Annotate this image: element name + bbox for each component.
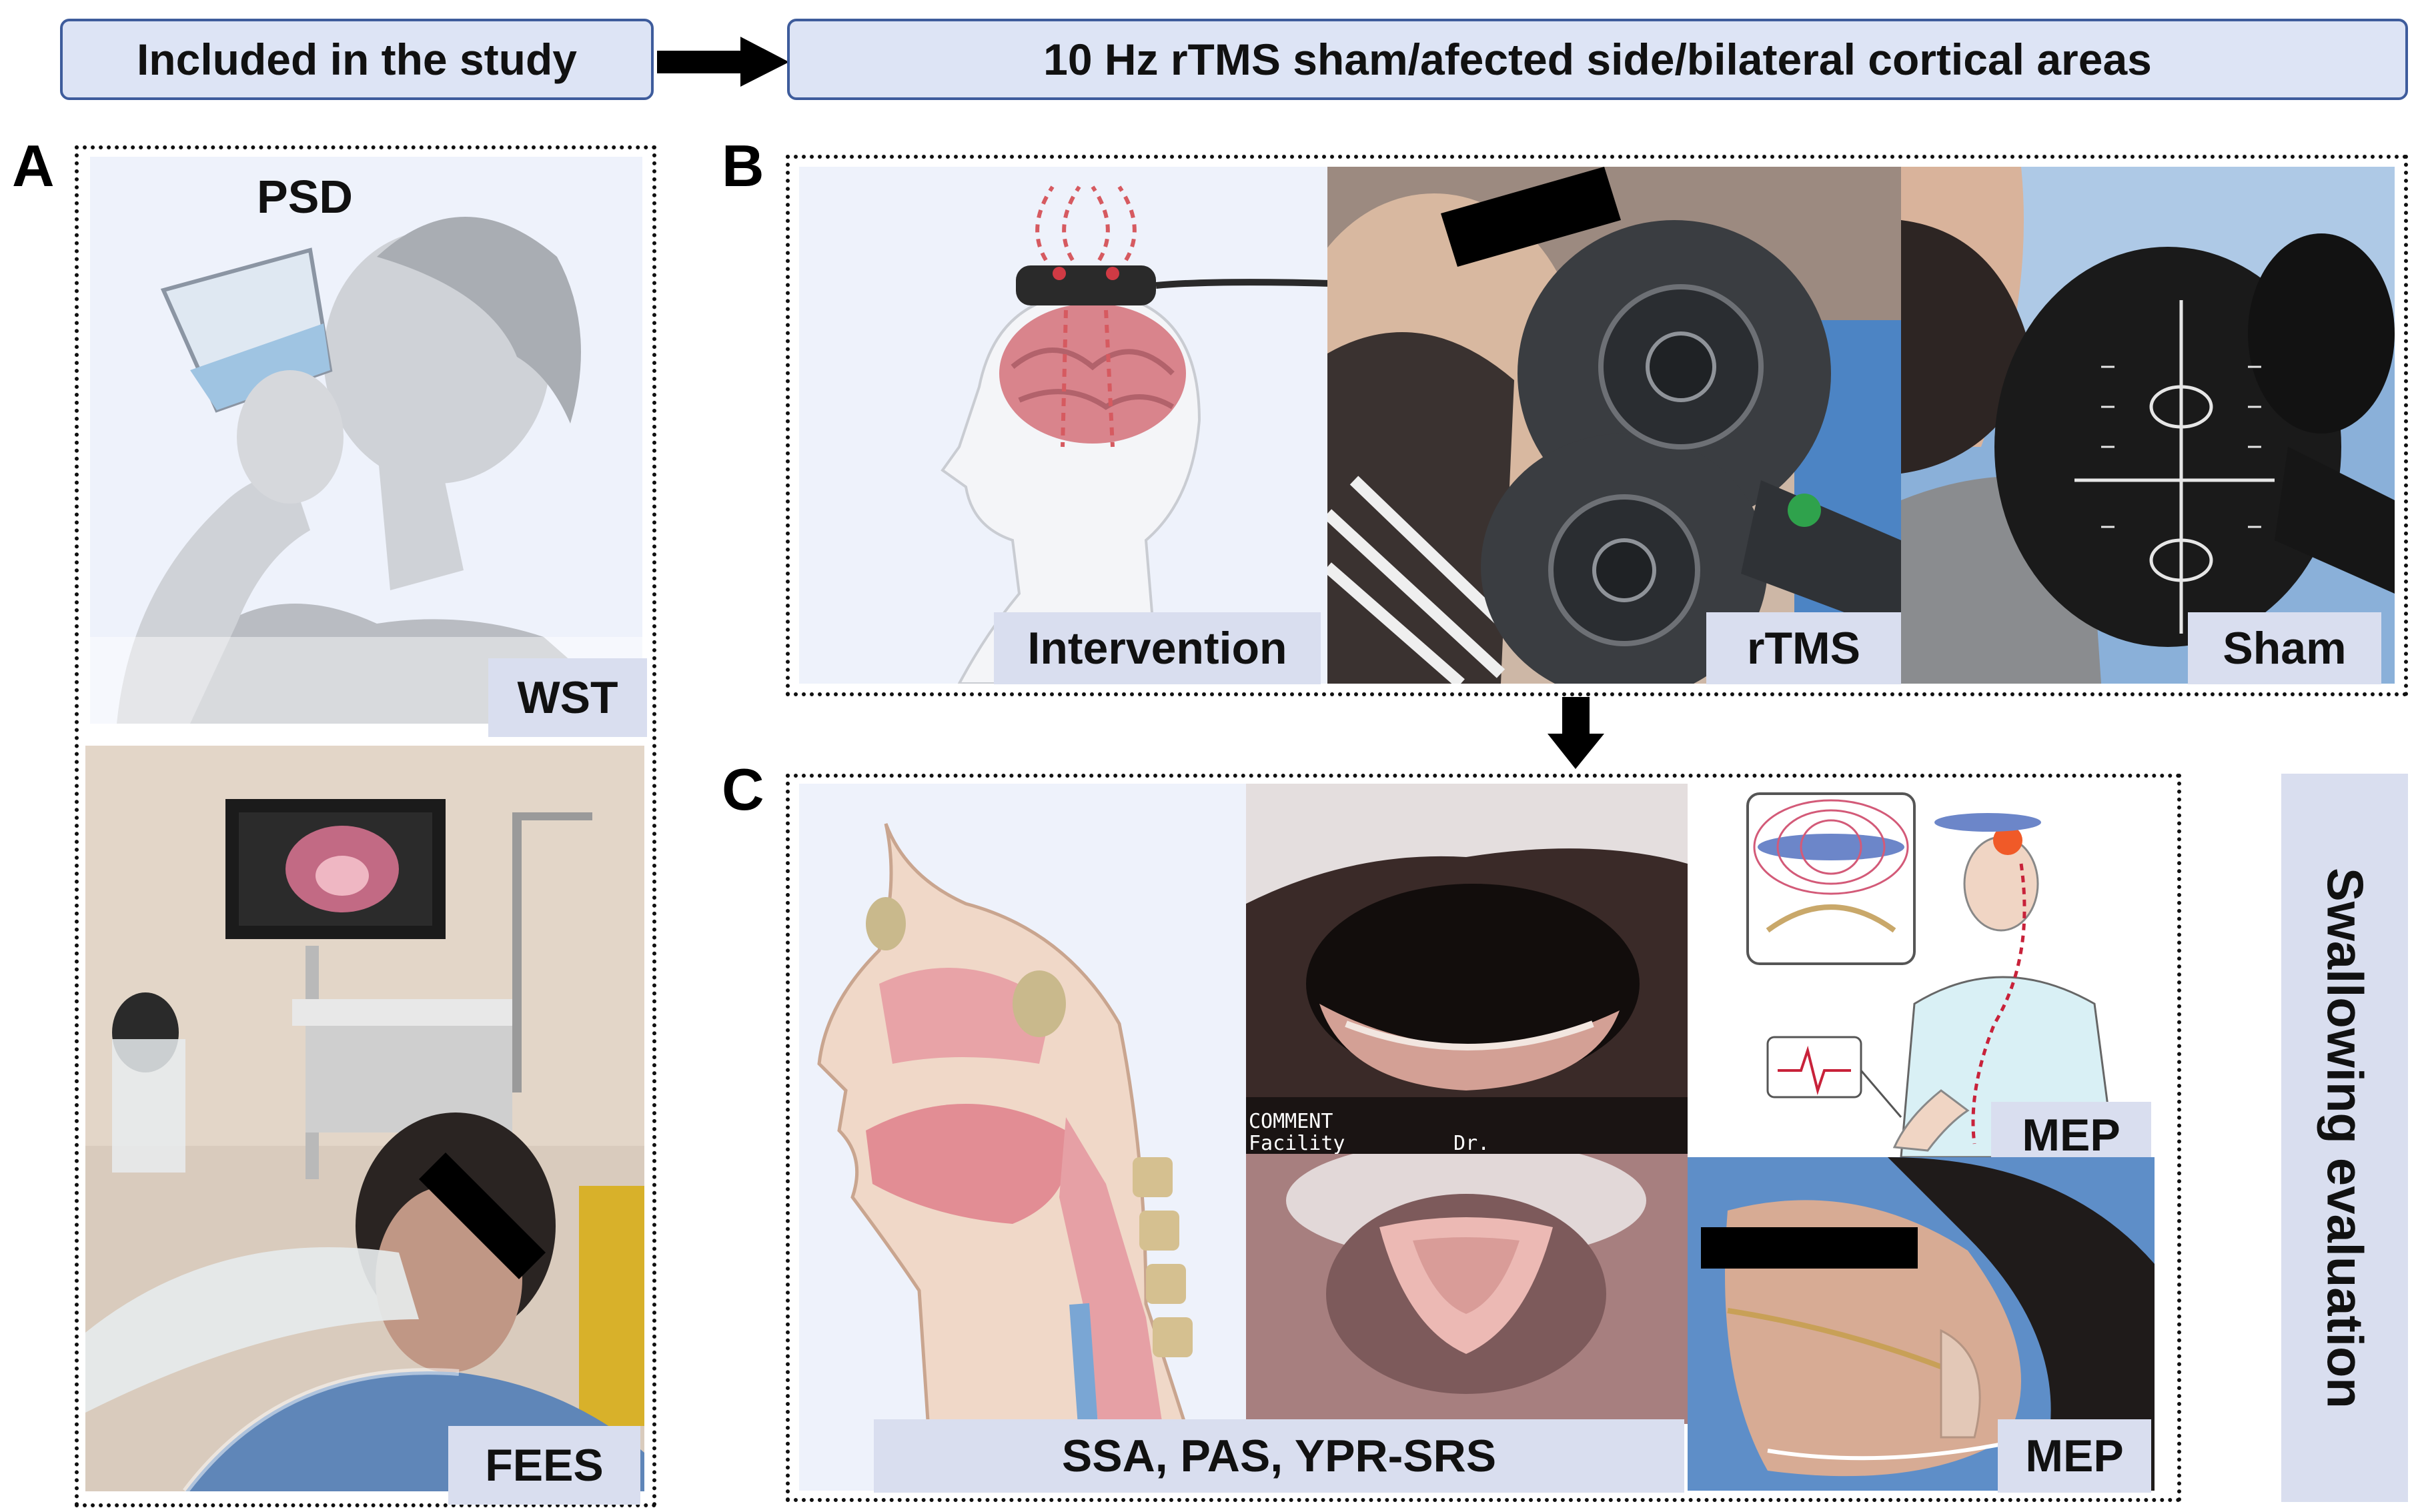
panel-a-frame — [75, 145, 656, 1507]
intervention-illustration — [799, 167, 1333, 684]
endoscope-overlay-text: COMMENT Facility Dr. — [1249, 1110, 1490, 1155]
mep-label-bottom: MEP — [1998, 1419, 2151, 1493]
psd-title: PSD — [257, 171, 353, 223]
header-rtms-text: 10 Hz rTMS sham/afected side/bilateral c… — [1043, 35, 2152, 84]
swallowing-evaluation-text: Swallowing evaluation — [2316, 867, 2373, 1409]
mep-illustration — [1688, 784, 2155, 1157]
panel-a-letter: A — [12, 133, 55, 199]
mep-photo — [1688, 1157, 2155, 1491]
down-arrow-icon — [1548, 697, 1604, 770]
swallowing-evaluation-label: Swallowing evaluation — [2281, 774, 2408, 1502]
rtms-photo — [1327, 167, 1901, 684]
panel-c-frame — [786, 774, 2181, 1502]
header-included-text: Included in the study — [136, 35, 578, 84]
right-arrow-icon — [657, 33, 790, 90]
rtms-label: rTMS — [1706, 612, 1901, 684]
panel-b-frame — [786, 155, 2408, 696]
panel-c-letter: C — [722, 756, 764, 822]
sham-label: Sham — [2188, 612, 2381, 684]
wst-label: WST — [488, 658, 647, 737]
ssa-pas-ypr-srs-label: SSA, PAS, YPR-SRS — [874, 1419, 1684, 1493]
fees-photo — [85, 746, 644, 1491]
sham-photo — [1901, 167, 2395, 684]
fees-label: FEES — [448, 1426, 640, 1505]
endoscopy-photo-bottom — [1246, 1154, 1688, 1424]
endoscopy-photo-top — [1246, 784, 1688, 1154]
swallowing-anatomy-illustration — [799, 784, 1246, 1491]
header-included-box: Included in the study — [60, 19, 654, 100]
intervention-label: Intervention — [994, 612, 1321, 684]
header-rtms-box: 10 Hz rTMS sham/afected side/bilateral c… — [787, 19, 2408, 100]
drinking-illustration — [90, 157, 642, 724]
panel-b-letter: B — [722, 133, 764, 199]
